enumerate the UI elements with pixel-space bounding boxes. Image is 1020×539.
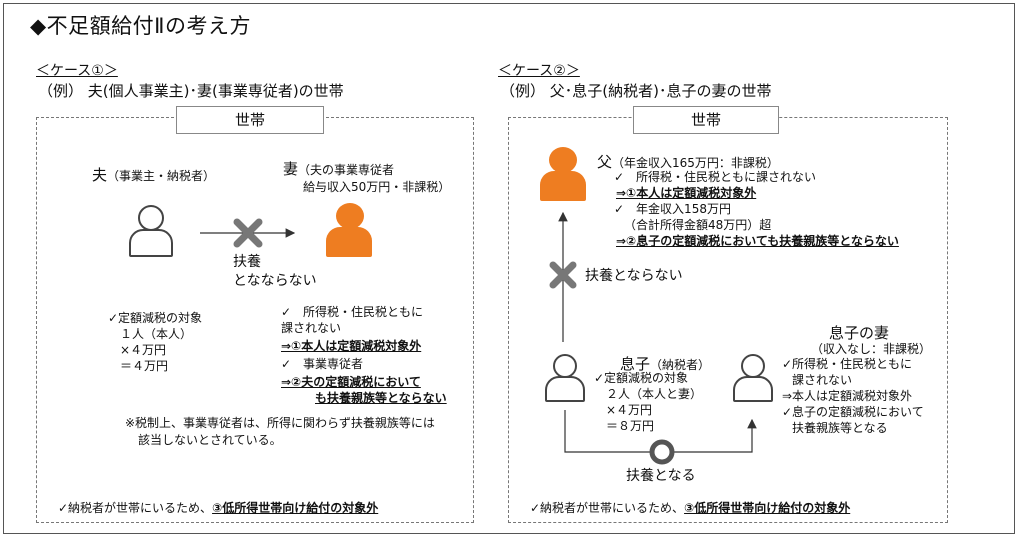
- case1-footer-highlight: ③低所得世帯向け給付の対象外: [212, 501, 379, 515]
- case1-tax-line: ×４万円: [120, 343, 167, 357]
- son-name: 息子: [620, 355, 651, 373]
- wife-name: 妻: [283, 160, 299, 178]
- father-name: 父: [597, 153, 613, 171]
- father-status-line: （合計所得金額48万円）超: [624, 218, 772, 232]
- case1-cross-icon: [233, 218, 263, 248]
- case1-tax-line: ✓定額減税の対象: [108, 311, 203, 325]
- sons-wife-line: ✓息子の定額減税において: [782, 405, 924, 419]
- son-note: （納税者）: [650, 358, 711, 372]
- son-tax-line: ✓定額減税の対象: [594, 371, 689, 385]
- sons-wife-note: （収入なし：非課税）: [811, 342, 932, 356]
- case1-wife-label: 妻（夫の事業専従者: [283, 158, 394, 179]
- husband-name: 夫: [92, 166, 108, 184]
- case2-circle-icon: [649, 439, 675, 465]
- son-tax-line: ２人（本人と妻）: [606, 387, 703, 401]
- son-tax-line: ×４万円: [606, 403, 653, 417]
- case1-heading: （例） 夫(個人事業主)･妻(事業専従者)の世帯: [38, 82, 344, 100]
- sons-wife-line: ✓所得税・住民税ともに: [782, 357, 913, 371]
- case1-note-1: ※税制上、事業専従者は、所得に関わらず扶養親族等には: [125, 416, 435, 430]
- case2-no-dependent: 扶養とならない: [585, 268, 683, 284]
- page-title: ◆不足額給付Ⅱの考え方: [30, 14, 251, 38]
- father-status-line: ✓ 年金収入158万円: [614, 202, 731, 216]
- case2-label: ＜ケース②＞: [498, 63, 580, 79]
- case1-tax-line: ＝４万円: [120, 359, 169, 373]
- case1-no-dependent-2: となならない: [233, 273, 317, 289]
- sons-wife-line: 課されない: [792, 373, 853, 387]
- case1-wife-status-block: ✓ 所得税・住民税ともに 課されない ⇒①本人は定額減税対象外 ✓ 事業専従者 …: [281, 304, 447, 406]
- son-tax-line: ＝８万円: [606, 419, 655, 433]
- case2-footer-prefix: ✓納税者が世帯にいるため、: [530, 501, 685, 515]
- father-status-line: ⇒②息子の定額減税においても扶養親族等とならない: [616, 234, 899, 248]
- case1-footer-prefix: ✓納税者が世帯にいるため、: [58, 501, 213, 515]
- wife-status-line: ✓ 所得税・住民税ともに: [281, 305, 424, 319]
- case2-household-label: 世帯: [633, 106, 779, 134]
- case2-cross-icon: [549, 261, 577, 289]
- father-note: （年金収入165万円：非課税）: [612, 156, 779, 170]
- wife-status-line: 課されない: [281, 321, 342, 335]
- case1-household-label: 世帯: [176, 106, 324, 134]
- case1-husband-label: 夫（事業主・納税者）: [92, 164, 215, 185]
- sons-wife-status-block: ✓所得税・住民税ともに 課されない ⇒本人は定額減税対象外 ✓息子の定額減税にお…: [782, 356, 924, 436]
- case1-label: ＜ケース①＞: [36, 63, 118, 79]
- sons-wife-name: 息子の妻: [829, 324, 890, 342]
- wife-note-1: （夫の事業専従者: [298, 163, 395, 177]
- case1-no-dependent-1: 扶養: [233, 254, 261, 270]
- case1-tax-block: ✓定額減税の対象 １人（本人） ×４万円 ＝４万円: [108, 310, 202, 374]
- husband-note: （事業主・納税者）: [107, 169, 216, 183]
- father-status-line: ✓ 所得税・住民税ともに課されない: [614, 170, 817, 184]
- case2-footer: ✓納税者が世帯にいるため、③低所得世帯向け給付の対象外: [530, 499, 850, 516]
- wife-note-2: 給与収入50万円・非課税）: [303, 180, 451, 194]
- case2-dependent-label: 扶養となる: [626, 468, 696, 484]
- wife-status-line: も扶養親族等とならない: [315, 391, 447, 405]
- case1-footer: ✓納税者が世帯にいるため、③低所得世帯向け給付の対象外: [58, 499, 378, 516]
- case2-heading: （例） 父･息子(納税者)･息子の妻の世帯: [500, 82, 772, 100]
- sons-wife-line: ⇒本人は定額減税対象外: [782, 389, 913, 403]
- wife-status-line: ⇒①本人は定額減税対象外: [281, 339, 422, 353]
- case1-tax-line: １人（本人）: [120, 327, 193, 341]
- sons-wife-line: 扶養親族等となる: [792, 421, 888, 435]
- slide-frame: [3, 3, 1015, 534]
- wife-status-line: ✓ 事業専従者: [281, 357, 364, 371]
- wife-status-line: ⇒②夫の定額減税において: [281, 375, 421, 389]
- case2-footer-highlight: ③低所得世帯向け給付の対象外: [684, 501, 851, 515]
- son-tax-block: ✓定額減税の対象 ２人（本人と妻） ×４万円 ＝８万円: [594, 370, 702, 434]
- case1-note-2: 該当しないとされている。: [138, 433, 282, 447]
- case2-father-label: 父（年金収入165万円：非課税）: [597, 151, 779, 172]
- case2-son-label: 息子（納税者）: [620, 353, 710, 374]
- father-status-line: ⇒①本人は定額減税対象外: [616, 186, 757, 200]
- father-status-block: ✓ 所得税・住民税ともに課されない ⇒①本人は定額減税対象外 ✓ 年金収入158…: [614, 169, 899, 249]
